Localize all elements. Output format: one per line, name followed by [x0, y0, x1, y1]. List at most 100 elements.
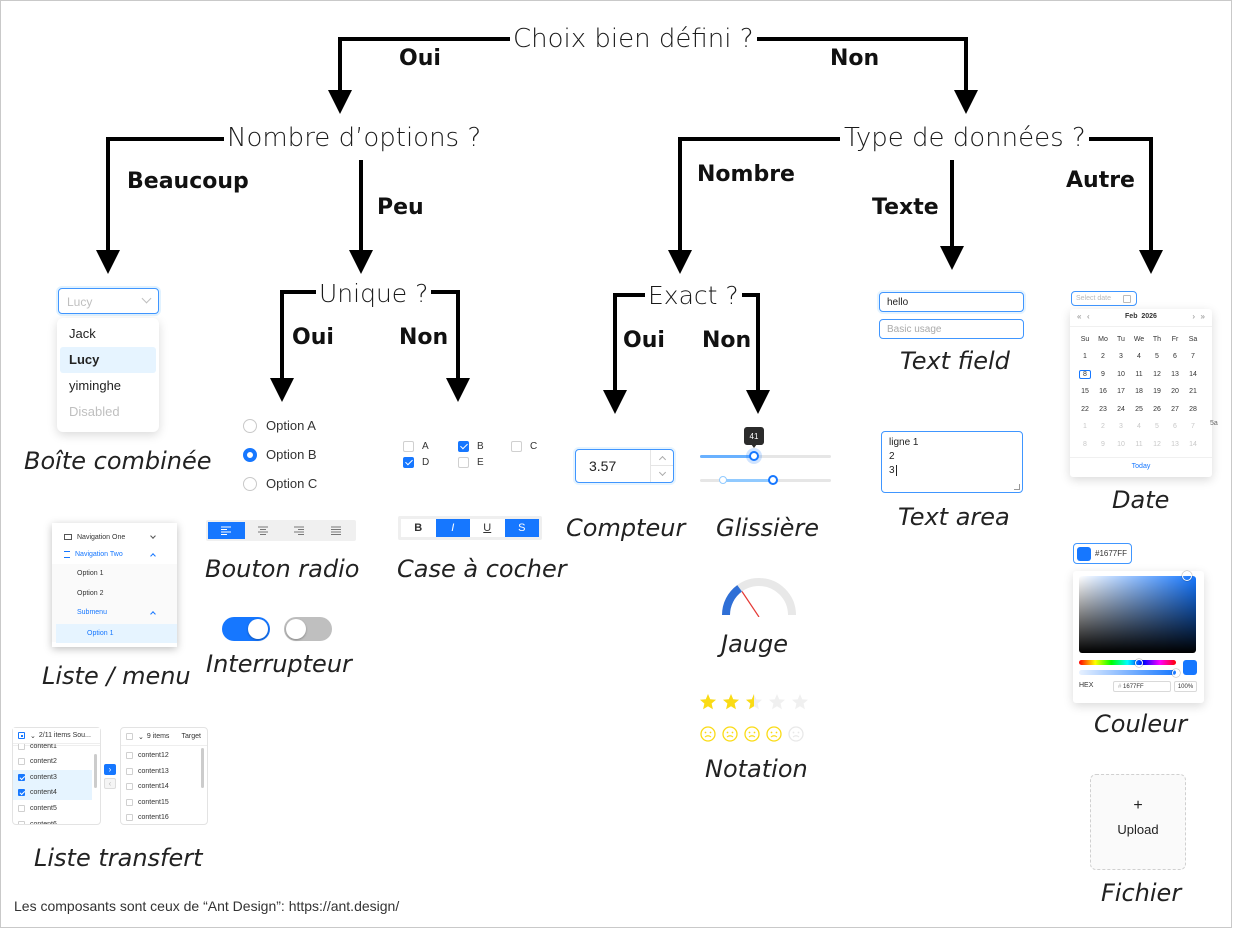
- radio-option-c[interactable]: Option C: [243, 476, 317, 491]
- star-icon[interactable]: [723, 694, 739, 710]
- cal-day[interactable]: 24: [1117, 405, 1125, 413]
- cal-day[interactable]: 2: [1101, 353, 1105, 360]
- checkbox-d[interactable]: D: [403, 457, 429, 468]
- cal-day[interactable]: 25: [1135, 405, 1143, 413]
- cal-day[interactable]: 7: [1191, 423, 1195, 430]
- chevron-down-icon[interactable]: ⌄: [30, 732, 36, 740]
- text-area[interactable]: ligne 1 2 3: [881, 431, 1023, 493]
- align-left-button[interactable]: [208, 522, 245, 539]
- transfer-item[interactable]: content13: [121, 764, 207, 779]
- cal-day[interactable]: 3: [1119, 353, 1123, 360]
- hue-slider[interactable]: [1079, 660, 1176, 665]
- cal-day[interactable]: 23: [1099, 405, 1107, 413]
- alpha-slider[interactable]: [1079, 670, 1176, 675]
- cal-prev-month-icon[interactable]: ‹: [1087, 312, 1090, 321]
- transfer-item[interactable]: content12: [121, 748, 207, 763]
- cal-day[interactable]: 10: [1117, 440, 1125, 448]
- transfer-item[interactable]: content6: [13, 817, 100, 824]
- slider-handle[interactable]: [749, 451, 759, 461]
- strike-button[interactable]: S: [504, 519, 539, 537]
- star-icon[interactable]: [769, 694, 785, 710]
- alpha-handle[interactable]: [1172, 669, 1180, 677]
- align-justify-button[interactable]: [318, 522, 355, 539]
- cal-day[interactable]: 12: [1153, 440, 1161, 448]
- cal-next-year-icon[interactable]: »: [1200, 312, 1205, 321]
- italic-button[interactable]: I: [435, 519, 470, 537]
- combobox-option-selected[interactable]: Lucy: [60, 347, 156, 373]
- cal-day[interactable]: 13: [1171, 440, 1179, 448]
- counter-down-button[interactable]: [651, 466, 673, 482]
- upload-dropzone[interactable]: + Upload: [1090, 774, 1186, 870]
- star-icon[interactable]: [700, 694, 716, 710]
- align-center-button[interactable]: [245, 522, 282, 539]
- chevron-down-icon[interactable]: ⌄: [138, 733, 144, 741]
- cal-day[interactable]: 6: [1173, 423, 1177, 430]
- cal-day[interactable]: 1: [1083, 423, 1087, 430]
- cal-day[interactable]: 16: [1099, 388, 1107, 395]
- menu-item-option-2[interactable]: Option 2: [52, 584, 177, 603]
- transfer-item-selected[interactable]: content4: [13, 785, 92, 800]
- face-icon[interactable]: [744, 726, 760, 742]
- face-icon[interactable]: [766, 726, 782, 742]
- checkbox-c[interactable]: C: [511, 441, 537, 452]
- combobox-option[interactable]: Jack: [69, 326, 96, 341]
- transfer-select-all-checkbox[interactable]: [126, 733, 133, 740]
- underline-button[interactable]: U: [470, 519, 505, 537]
- menu-item-submenu[interactable]: Submenu: [52, 603, 177, 622]
- hue-handle[interactable]: [1135, 659, 1143, 667]
- cal-day[interactable]: 27: [1171, 405, 1179, 413]
- face-icon[interactable]: [722, 726, 738, 742]
- cal-month-label[interactable]: Feb 2026: [1125, 313, 1157, 320]
- color-hex-input[interactable]: # 1677FF: [1113, 681, 1171, 692]
- cal-day[interactable]: 4: [1137, 353, 1141, 360]
- cal-day[interactable]: 5: [1155, 353, 1159, 360]
- resize-handle-icon[interactable]: [1014, 484, 1020, 490]
- cal-day[interactable]: 11: [1135, 440, 1143, 448]
- cal-day[interactable]: 1: [1083, 353, 1087, 360]
- cal-day[interactable]: 9: [1101, 440, 1105, 448]
- cal-day[interactable]: 28: [1189, 405, 1197, 413]
- cal-day[interactable]: 13: [1171, 370, 1179, 378]
- transfer-scrollbar[interactable]: [201, 748, 204, 788]
- transfer-item[interactable]: content16: [121, 810, 207, 824]
- cal-day[interactable]: 9: [1101, 370, 1105, 378]
- align-right-button[interactable]: [281, 522, 318, 539]
- cal-today-button[interactable]: Today: [1131, 463, 1151, 470]
- bold-button[interactable]: B: [401, 519, 436, 537]
- range-slider-handle-start[interactable]: [719, 476, 727, 484]
- combobox-input[interactable]: Lucy: [58, 288, 159, 314]
- face-icon[interactable]: [788, 726, 804, 742]
- text-field-input[interactable]: hello: [879, 292, 1024, 312]
- slider-track[interactable]: [700, 455, 831, 458]
- menu-item-navigation-one[interactable]: Navigation One: [52, 527, 177, 547]
- cal-day[interactable]: 14: [1189, 370, 1197, 378]
- cal-day[interactable]: 26: [1153, 405, 1161, 413]
- cal-day[interactable]: 14: [1189, 440, 1197, 448]
- color-mode-select[interactable]: HEX: [1079, 682, 1094, 689]
- menu-item-navigation-two[interactable]: Navigation Two: [52, 545, 177, 564]
- color-picker-handle[interactable]: [1182, 571, 1192, 581]
- cal-day[interactable]: 8: [1083, 440, 1087, 448]
- cal-day[interactable]: 7: [1191, 353, 1195, 360]
- cal-day[interactable]: 10: [1117, 370, 1125, 378]
- cal-day[interactable]: 6: [1173, 353, 1177, 360]
- cal-day[interactable]: 3: [1119, 423, 1123, 430]
- transfer-item[interactable]: content2: [13, 754, 100, 769]
- text-field-basic-input[interactable]: Basic usage: [879, 319, 1024, 339]
- transfer-move-right-button[interactable]: ›: [104, 764, 116, 775]
- transfer-item[interactable]: content14: [121, 779, 207, 794]
- counter-input[interactable]: 3.57: [575, 449, 674, 483]
- cal-day[interactable]: 22: [1081, 405, 1089, 413]
- switch-off[interactable]: [284, 617, 332, 641]
- cal-day[interactable]: 20: [1171, 388, 1179, 395]
- star-icon[interactable]: [792, 694, 808, 710]
- color-trigger[interactable]: #1677FF: [1073, 543, 1132, 564]
- face-icon[interactable]: [700, 726, 716, 742]
- cal-day[interactable]: 5: [1155, 423, 1159, 430]
- cal-day[interactable]: 12: [1153, 370, 1161, 378]
- color-alpha-input[interactable]: 100%: [1174, 681, 1197, 692]
- star-rating[interactable]: [699, 693, 809, 711]
- cal-day[interactable]: 21: [1189, 388, 1197, 395]
- transfer-item[interactable]: content15: [121, 795, 207, 810]
- cal-day[interactable]: 4: [1137, 423, 1141, 430]
